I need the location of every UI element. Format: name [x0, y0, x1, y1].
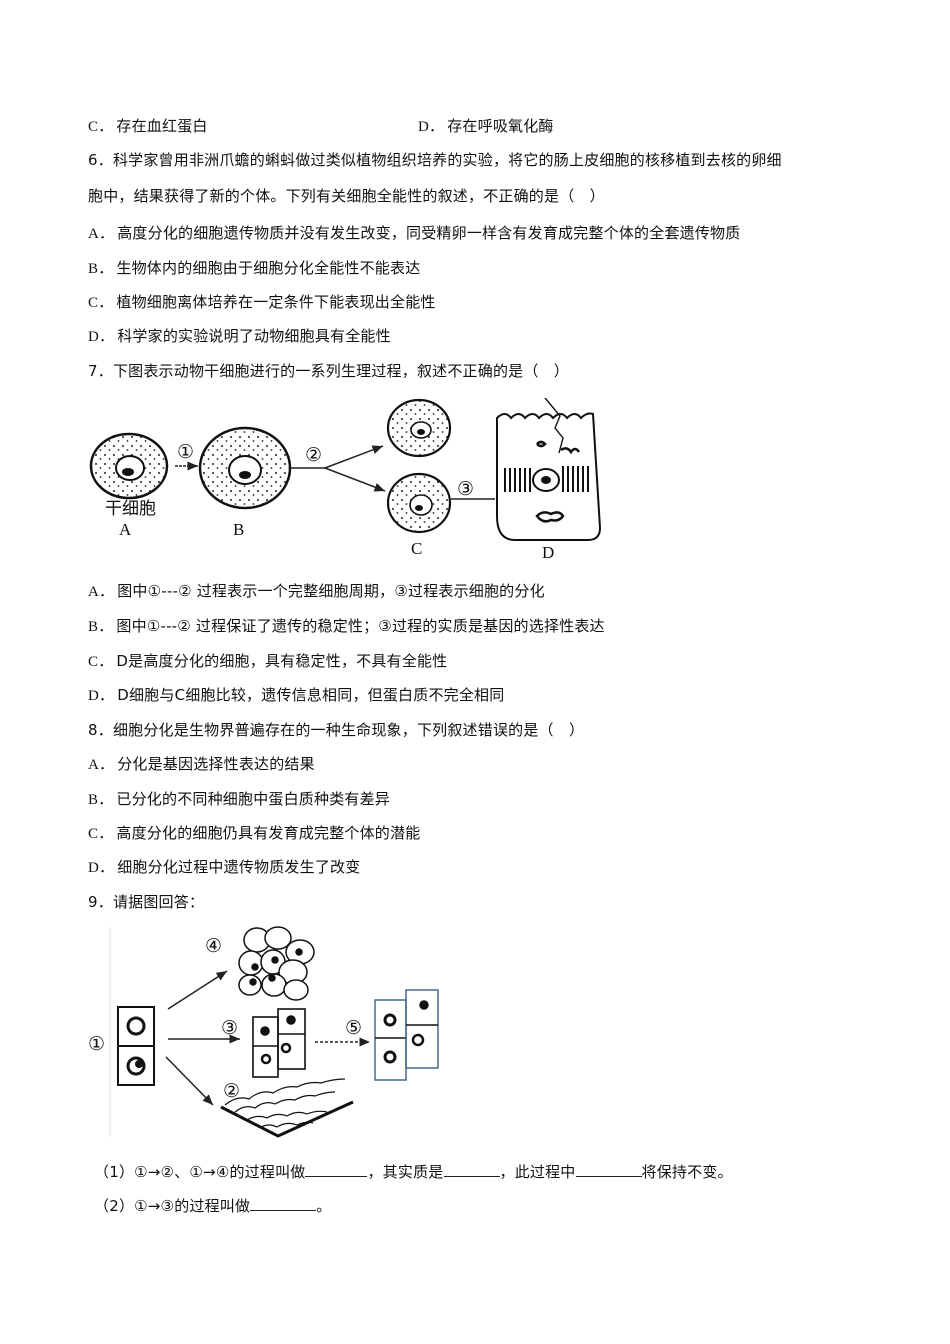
q9-sub2: （2）①→③的过程叫做 。 — [94, 1196, 331, 1216]
option-text: 生物体内的细胞由于细胞分化全能性不能表达 — [116, 259, 421, 277]
option-label: A． — [88, 226, 115, 242]
stem-cell-label: 干细胞 — [105, 499, 156, 519]
sub1-mid2: ，此过程中 — [499, 1163, 576, 1181]
option-label: A． — [88, 584, 115, 600]
option-text: 存在血红蛋白 — [116, 117, 208, 135]
daughter-cell-icon — [386, 398, 452, 458]
option-text: 分化是基因选择性表达的结果 — [117, 755, 315, 773]
q6-option-d: D．科学家的实验说明了动物细胞具有全能性 — [88, 326, 391, 347]
q5-option-c: C．存在血红蛋白 — [88, 116, 208, 137]
label-4: ④ — [205, 935, 222, 957]
cell-b-icon — [198, 426, 292, 510]
sub1-prefix: （1）①→②、①→④的过程叫做 — [94, 1163, 306, 1181]
q8-option-c: C．高度分化的细胞仍具有发育成完整个体的潜能 — [88, 823, 420, 844]
sub1-suffix: 将保持不变。 — [641, 1163, 733, 1181]
option-label: B． — [88, 792, 114, 808]
q6-option-b: B．生物体内的细胞由于细胞分化全能性不能表达 — [88, 258, 420, 279]
answer-blank-2[interactable] — [443, 1162, 500, 1177]
q7-stem-cell-diagram: 干细胞 A ① B ② C ③ D — [89, 398, 602, 562]
option-text: 图中①---② 过程保证了遗传的稳定性；③过程的实质是基因的选择性表达 — [116, 617, 605, 635]
q8-option-d: D．细胞分化过程中遗传物质发生了改变 — [88, 857, 360, 878]
cell-d-icon — [496, 398, 602, 541]
option-text: D细胞与C细胞比较，遗传信息相同，但蛋白质不完全相同 — [117, 686, 505, 704]
q7-stem: 7．下图表示动物干细胞进行的一系列生理过程，叙述不正确的是（ ） — [88, 362, 569, 380]
option-text: 已分化的不同种细胞中蛋白质种类有差异 — [116, 790, 391, 808]
tissue-2-icon — [220, 1078, 354, 1138]
q7-option-c: C．D是高度分化的细胞，具有稳定性，不具有全能性 — [88, 651, 447, 672]
label-5: ⑤ — [345, 1017, 362, 1039]
step-1-label: ① — [177, 441, 194, 463]
option-text: 图中①---② 过程表示一个完整细胞周期，③过程表示细胞的分化 — [117, 582, 545, 600]
option-label: B． — [88, 619, 114, 635]
option-text: 高度分化的细胞遗传物质并没有发生改变，同受精卵一样含有发育成完整个体的全套遗传物… — [117, 224, 741, 242]
label-b: B — [233, 520, 244, 539]
q9-stem: 9．请据图回答： — [88, 893, 205, 911]
option-text: 存在呼吸氧化酶 — [447, 117, 554, 135]
label-2: ② — [223, 1080, 240, 1102]
cell-a-icon — [89, 432, 169, 500]
answer-blank-1[interactable] — [305, 1162, 368, 1177]
option-text: 高度分化的细胞仍具有发育成完整个体的潜能 — [116, 824, 421, 842]
option-label: C． — [88, 826, 114, 842]
cell-group-5-icon — [374, 989, 439, 1081]
option-label: C． — [88, 654, 114, 670]
sub1-mid1: ，其实质是 — [367, 1163, 444, 1181]
q8-option-a: A．分化是基因选择性表达的结果 — [88, 754, 315, 775]
q8-option-b: B．已分化的不同种细胞中蛋白质种类有差异 — [88, 789, 390, 810]
sub2-suffix: 。 — [316, 1197, 332, 1215]
sub2-prefix: （2）①→③的过程叫做 — [94, 1197, 251, 1215]
q8-stem: 8．细胞分化是生物界普遍存在的一种生命现象，下列叙述错误的是（ ） — [88, 721, 585, 739]
cell-c-icon — [386, 472, 452, 534]
q7-option-a: A．图中①---② 过程表示一个完整细胞周期，③过程表示细胞的分化 — [88, 581, 545, 602]
option-label: A． — [88, 757, 115, 773]
option-label: D． — [418, 119, 445, 135]
q7-option-d: D．D细胞与C细胞比较，遗传信息相同，但蛋白质不完全相同 — [88, 685, 504, 706]
cell-cluster-4-icon — [238, 926, 315, 1001]
option-label: D． — [88, 860, 115, 876]
option-text: 细胞分化过程中遗传物质发生了改变 — [117, 858, 361, 876]
answer-blank-3[interactable] — [575, 1162, 642, 1177]
option-label: C． — [88, 119, 114, 135]
cell-1-icon — [117, 1006, 155, 1086]
q6-option-c: C．植物细胞离体培养在一定条件下能表现出全能性 — [88, 292, 436, 313]
label-d: D — [542, 543, 554, 562]
cell-group-3-icon — [252, 1008, 306, 1078]
step-2-label: ② — [305, 444, 322, 466]
answer-blank-4[interactable] — [250, 1196, 317, 1211]
label-a: A — [119, 520, 132, 539]
q6-option-a: A．高度分化的细胞遗传物质并没有发生改变，同受精卵一样含有发育成完整个体的全套遗… — [88, 223, 740, 244]
option-label: B． — [88, 261, 114, 277]
q9-sub1: （1）①→②、①→④的过程叫做 ，其实质是 ，此过程中 将保持不变。 — [94, 1162, 733, 1182]
label-1: ① — [88, 1033, 105, 1055]
label-c: C — [411, 539, 422, 558]
option-text: 科学家的实验说明了动物细胞具有全能性 — [117, 327, 391, 345]
q7-option-b: B．图中①---② 过程保证了遗传的稳定性；③过程的实质是基因的选择性表达 — [88, 616, 605, 637]
step-3-label: ③ — [457, 478, 474, 500]
option-label: C． — [88, 295, 114, 311]
option-text: 植物细胞离体培养在一定条件下能表现出全能性 — [116, 293, 436, 311]
q9-differentiation-diagram: ① ④ ③ ⑤ — [88, 926, 439, 1138]
q6-stem-line1: 6．科学家曾用非洲爪蟾的蝌蚪做过类似植物组织培养的实验，将它的肠上皮细胞的核移植… — [88, 151, 782, 169]
q6-stem-line2: 胞中，结果获得了新的个体。下列有关细胞全能性的叙述，不正确的是（ ） — [88, 187, 605, 205]
label-3: ③ — [221, 1017, 238, 1039]
q5-option-d: D．存在呼吸氧化酶 — [418, 116, 554, 137]
option-label: D． — [88, 329, 115, 345]
option-label: D． — [88, 688, 115, 704]
option-text: D是高度分化的细胞，具有稳定性，不具有全能性 — [116, 652, 448, 670]
